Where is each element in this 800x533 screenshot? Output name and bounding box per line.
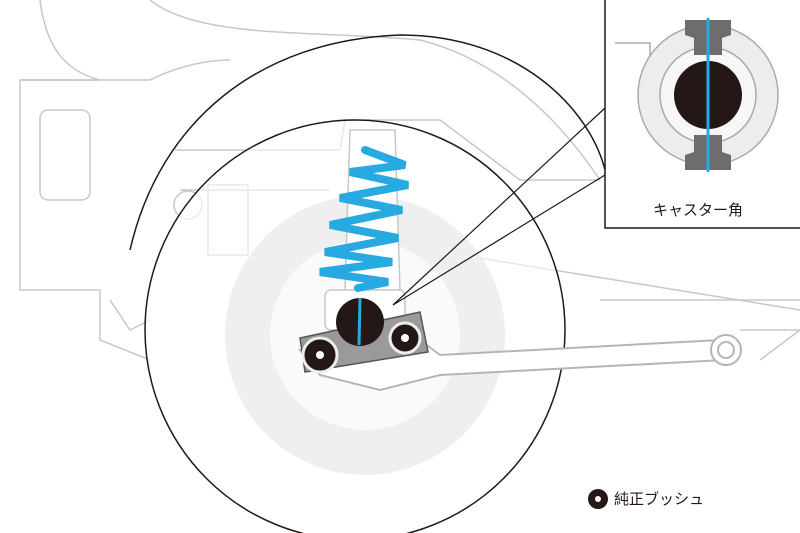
coil-spring — [319, 146, 409, 292]
bushing-right — [388, 321, 422, 355]
bushing-left — [301, 336, 339, 374]
inset-panel — [604, 0, 800, 229]
legend-label: 純正ブッシュ — [614, 490, 705, 508]
legend: 純正ブッシュ — [588, 488, 704, 509]
inset-caption: キャスター角 — [653, 201, 744, 219]
bushing-dot-icon — [588, 488, 608, 509]
callout-lines — [392, 107, 606, 306]
wheel-arch — [129, 34, 606, 251]
ball-joint — [710, 334, 742, 366]
